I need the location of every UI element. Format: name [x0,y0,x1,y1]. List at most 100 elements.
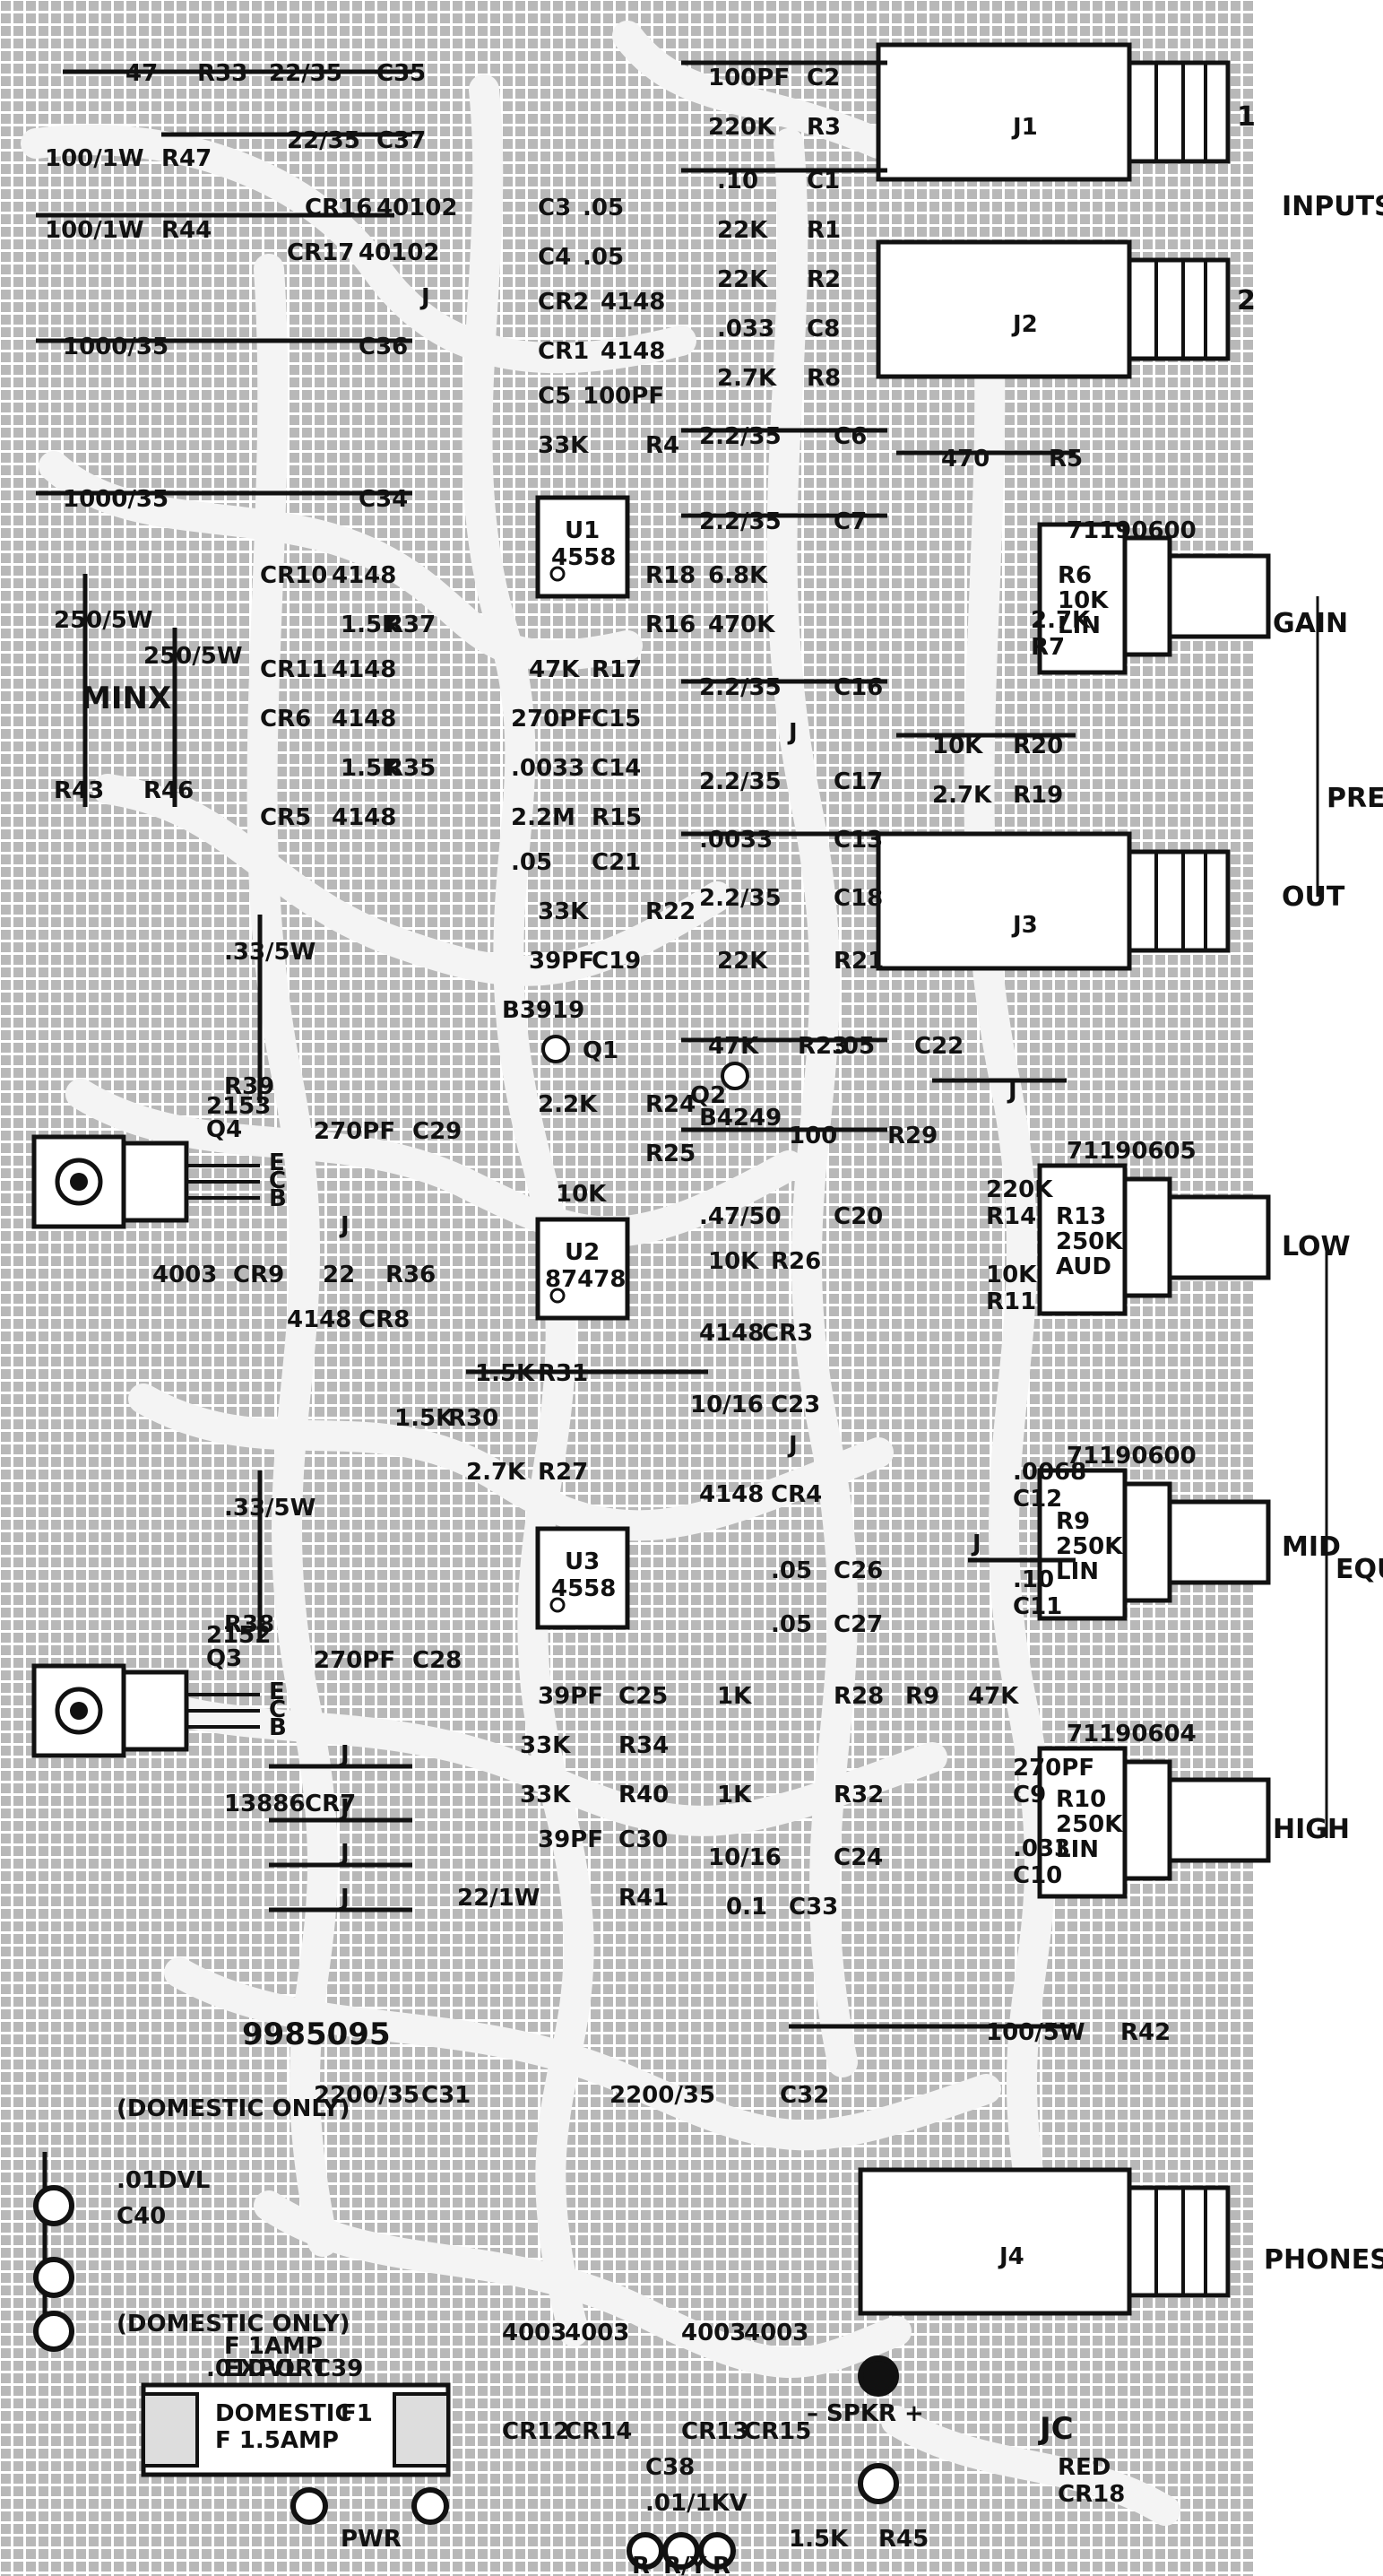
jumper-j-3: J [1007,1078,1017,1105]
cr2-ref: CR2 [538,289,589,316]
domestic-only-upper: (DOMESTIC ONLY) [117,2095,350,2122]
r29-value: 100 [789,1123,837,1149]
pin-e-q3: E [269,1678,285,1705]
cr10-ref: CR10 [260,562,327,589]
ic-u1: U1 4558 [535,495,630,599]
r27-ref: R27 [538,1459,588,1486]
r41-value: 22/1W [457,1885,540,1912]
c35-ref: C35 [376,60,426,87]
r26-value: 10K [708,1248,759,1275]
c7-ref: C7 [834,508,867,535]
r5-value: 470 [941,446,990,473]
pwr-label: PWR [341,2526,402,2553]
c38-value: .01/1KV [645,2490,748,2517]
cr4-value: 4148 [699,1481,764,1508]
c40-value: .01DVL [117,2167,210,2194]
r19-ref: R19 [1013,782,1063,809]
cr10-value: 4148 [332,562,396,589]
mid-label: MID [1282,1531,1341,1563]
fuse-domestic-value: F 1.5AMP [215,2427,339,2454]
jack-j2: J2 [876,239,1231,379]
cr7-ref: CR7 [305,1791,356,1817]
cr9-value: 4003 [152,1262,217,1288]
r26-ref: R26 [771,1248,821,1275]
jack-j1-ref: J1 [1011,114,1038,141]
c20-ref: C20 [834,1203,883,1230]
r5-ref: R5 [1049,446,1083,473]
ic-u2-part: 87478 [545,1266,626,1293]
r24-value: 2.2K [538,1091,598,1118]
jumper-j-6: J [971,1531,981,1557]
r42-ref: R42 [1120,2019,1171,2046]
pot-r13-taper: AUD [1056,1253,1111,1280]
r7-value: 2.7K [1031,607,1091,634]
c37-ref: C37 [376,127,426,154]
jumper-j-8: J [339,1795,350,1822]
r9-ref: R9 [905,1683,939,1710]
jumper-j-7: J [339,1741,350,1768]
pin-e-q4: E [269,1149,285,1176]
c8-value: .033 [717,316,774,343]
pot-r9-mid: R9 250K LIN 71190600 [1037,1443,1271,1621]
c9-value: 270PF [1013,1755,1094,1782]
resistor-r38: R38 .33/5W [224,1470,315,1641]
c19-value: 39PF [529,948,594,975]
gain-label: GAIN [1273,608,1348,639]
pot-r6-ref: R6 [1058,562,1092,589]
r8-ref: R8 [807,365,841,392]
spkr-label: – SPKR + [807,2400,924,2427]
c2-ref: C2 [807,65,840,91]
c32-ref: C32 [780,2082,829,2109]
pad-ry-label: R/Y [663,2553,708,2576]
c28-value: 270PF [314,1647,395,1674]
pot-r6-taper: LIN [1058,612,1101,639]
r19-value: 2.7K [932,782,992,809]
pot-r13-value: 250K [1056,1228,1123,1255]
c21-ref: C21 [592,849,641,876]
r18-value: 6.8K [708,562,768,589]
pin-b-q4: B [269,1185,287,1212]
resistor-r46: R46 250/5W [143,628,243,807]
pot-r9-taper: LIN [1056,1558,1099,1585]
r30-ref: R30 [448,1405,498,1432]
jumper-j-9: J [339,1840,350,1867]
fuse-export: EXPORT [224,2355,328,2382]
low-label: LOW [1282,1231,1351,1262]
pot-r13-low: R13 250K AUD 71190605 [1037,1138,1271,1316]
jack-j3-ref: J3 [1011,912,1038,939]
r17-value: 47K [529,656,580,683]
cr6-ref: CR6 [260,706,311,733]
r2-ref: R2 [807,266,841,293]
c17-value: 2.2/35 [699,768,782,795]
fuse-domestic: DOMESTIC [215,2400,352,2427]
r4-value: 33K [538,432,589,459]
r38-ref: R38 [224,1611,274,1638]
pot-r13-part: 71190605 [1067,1138,1197,1165]
c10-value: .033 [1013,1835,1070,1862]
r43-ref: R43 [54,777,104,804]
c25-value: 39PF [538,1683,603,1710]
c3-value: .05 [583,195,624,221]
phones-label: PHONES [1264,2244,1383,2276]
transistor-q4: Q4 2153 [31,1093,271,1229]
ic-u1-part: 4558 [551,544,616,571]
c31-value: 2200/35 [314,2082,419,2109]
r21-ref: R21 [834,948,884,975]
c39-ref: C39 [314,2355,363,2382]
r44-ref: R44 [161,217,212,244]
ic-u3-part: 4558 [551,1575,616,1602]
c33-value: 0.1 [726,1894,767,1921]
cr17-ref: CR17 [287,239,354,266]
pot-r10-value: 250K [1056,1811,1123,1838]
pad-r2-label: R [713,2553,730,2576]
r7-ref: R7 [1031,634,1065,661]
r42-value: 100/5W [986,2019,1085,2046]
r34-value: 33K [520,1732,571,1759]
pot-r10-part: 71190604 [1067,1721,1197,1748]
c30-ref: C30 [618,1826,668,1853]
c13-ref: C13 [834,827,883,854]
cr7-value: 13886 [224,1791,305,1817]
transistor-q2-part: B4249 [699,1105,782,1132]
